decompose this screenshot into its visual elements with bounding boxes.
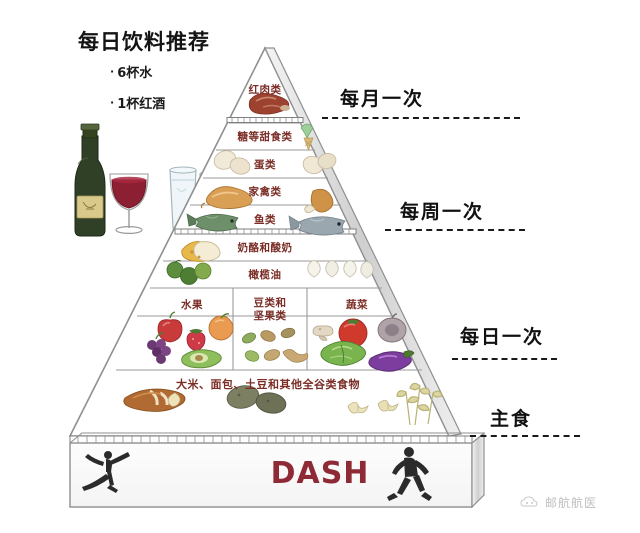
pasta-icon — [377, 399, 399, 412]
cheese-icon — [181, 241, 221, 262]
callout-monthly-line — [322, 117, 520, 119]
tier-label-beans-nuts: 豆类和 坚果类 — [254, 297, 287, 323]
fish-icon — [186, 213, 239, 232]
olive-icon — [166, 259, 212, 285]
callout-staple-line — [470, 435, 580, 437]
bullet-icon: · — [110, 96, 115, 109]
roast-chicken-icon — [200, 186, 253, 210]
peach-icon — [208, 313, 234, 341]
dancer-figure-icon — [82, 451, 130, 493]
tier-label-poultry: 家禽类 — [248, 186, 282, 198]
wine-bottle-icon — [74, 123, 106, 237]
potato-icon — [226, 385, 287, 414]
mushroom-icon — [312, 325, 334, 341]
list-item: ·1杯红酒 — [110, 93, 165, 112]
beverage-title: 每日饮料推荐 — [78, 30, 210, 54]
callout-staple: 主食 — [490, 404, 532, 431]
garlic-icon — [307, 260, 374, 279]
tier-label-eggs: 蛋类 — [254, 159, 276, 171]
callout-daily: 每日一次 — [460, 322, 544, 349]
beans-nuts-line-1: 豆类和 — [253, 297, 287, 309]
watermark: 邮航航医 — [520, 494, 597, 511]
wheat-icon — [396, 382, 443, 426]
avocado-icon — [181, 349, 222, 369]
cloud-face-icon — [520, 495, 538, 506]
callout-weekly-label: 每周一次 — [400, 201, 485, 223]
egg-icon — [213, 150, 251, 175]
callout-weekly-line — [385, 229, 525, 231]
callout-monthly-label: 每月一次 — [340, 88, 425, 110]
wine-glass-icon — [109, 173, 149, 234]
tier-label-vegetables: 蔬菜 — [346, 299, 368, 311]
tier-label-cheese-yogurt: 奶酪和酸奶 — [237, 242, 293, 254]
peanut-icon — [282, 349, 309, 363]
tier-label-grains: 大米、面包、土豆和其他全谷类食物 — [176, 378, 360, 391]
fish-icon — [288, 215, 346, 236]
list-item: ·6杯水 — [110, 62, 165, 81]
callout-monthly: 每月一次 — [340, 84, 424, 111]
tier-label-sweets: 糖等甜食类 — [237, 131, 293, 143]
bullet-icon: · — [110, 65, 115, 78]
ice-cream-cone-icon — [300, 123, 314, 151]
red-meat-icon — [248, 92, 290, 115]
tier-label-fruits: 水果 — [181, 299, 203, 311]
eggplant-icon — [368, 350, 415, 372]
watermark-label: 邮航航医 — [545, 496, 598, 510]
egg-icon — [302, 152, 337, 175]
tier-label-red-meat: 红肉类 — [248, 84, 282, 96]
callout-daily-label: 每日一次 — [460, 326, 545, 348]
beans-nuts-line-2: 坚果类 — [253, 310, 287, 323]
beverage-list: ·6杯水 ·1杯红酒 — [110, 62, 165, 124]
callout-staple-label: 主食 — [490, 408, 533, 430]
beverage-item-label: 1杯红酒 — [117, 97, 166, 112]
bread-loaf-icon — [123, 388, 186, 412]
tier-label-olive-oil: 橄榄油 — [248, 269, 282, 281]
bean-icon — [242, 327, 296, 344]
walking-figure-icon — [387, 447, 432, 501]
chicken-drumstick-icon — [304, 188, 334, 213]
artichoke-icon — [377, 313, 407, 343]
grapes-icon — [147, 332, 171, 364]
dash-title: DASH — [270, 456, 370, 491]
tier-label-fish: 鱼类 — [254, 214, 276, 226]
cabbage-icon — [320, 341, 366, 366]
apple-icon — [157, 311, 183, 343]
nut-icon — [244, 349, 281, 362]
pasta-icon — [347, 401, 369, 414]
beverage-item-label: 6杯水 — [117, 66, 153, 81]
callout-daily-line — [452, 358, 557, 360]
tomato-icon — [338, 318, 368, 348]
callout-weekly: 每周一次 — [400, 197, 484, 224]
